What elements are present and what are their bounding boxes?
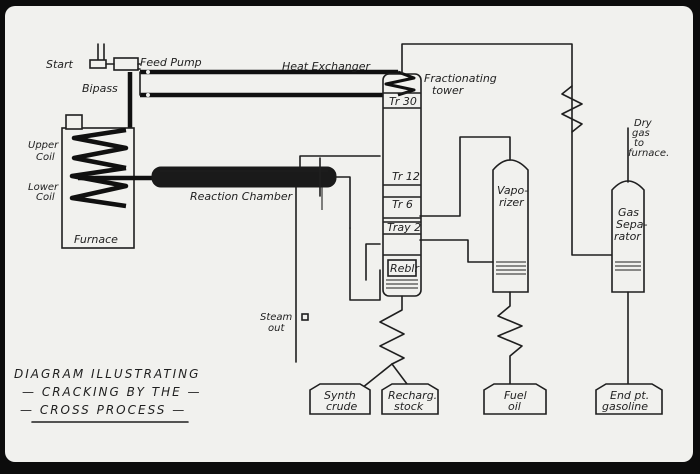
- upper-coil-label-1: Upper: [28, 140, 59, 151]
- fractionating-tower-label-2: tower: [432, 84, 465, 97]
- furnace: [61, 114, 135, 249]
- diagram-card: [5, 6, 693, 462]
- valve-lower: [146, 93, 150, 97]
- gas-separator-label-2: Sepa-: [616, 218, 647, 231]
- synth-crude-label-1: Synth: [324, 389, 356, 402]
- gasoline-label-2: gasoline: [602, 400, 648, 413]
- title-line-2: — CRACKING BY THE —: [22, 385, 202, 399]
- vaporizer-label-2: rizer: [499, 196, 525, 209]
- feed-pump-label: Feed Pump: [140, 56, 202, 69]
- vaporizer-bottom-coil: [497, 291, 523, 389]
- reboiler-to-vaporizer-line: [419, 239, 494, 263]
- overhead-vapor-line: [401, 43, 613, 256]
- tank-synth-crude: [309, 383, 371, 415]
- reaction-chamber-label: Reaction Chamber: [190, 190, 294, 203]
- recharge-stock-label-1: Recharg.: [388, 389, 437, 402]
- valve-upper: [146, 70, 150, 74]
- recharge-stock-label-2: stock: [394, 400, 424, 413]
- tray-12-label: Tr 12: [392, 170, 420, 183]
- steam-out-label-2: out: [268, 323, 285, 334]
- fractionating-tower-label-1: Fractionating: [424, 72, 497, 85]
- furnace-label: Furnace: [74, 233, 118, 246]
- synth-crude-label-2: crude: [326, 400, 358, 413]
- fuel-oil-label-2: oil: [508, 400, 521, 413]
- tank-fuel-oil: [483, 383, 547, 415]
- fuel-oil-label-1: Fuel: [504, 389, 527, 402]
- dry-gas-label-4: furnace.: [628, 148, 669, 159]
- feed-pump: [89, 43, 139, 71]
- vaporizer: [492, 159, 529, 293]
- reboiler-label: Reblr: [390, 262, 420, 275]
- bipass-label: Bipass: [82, 82, 118, 95]
- lower-coil-label-2: Coil: [36, 192, 55, 203]
- tray2-return-line: [365, 243, 381, 281]
- title-line-3: — CROSS PROCESS —: [20, 403, 186, 417]
- dry-gas-label-2: gas: [632, 128, 650, 139]
- tray-30-label: Tr 30: [389, 95, 417, 108]
- gas-separator: [611, 127, 645, 293]
- gas-separator-label-1: Gas: [618, 206, 639, 219]
- vaporizer-label-1: Vapo-: [497, 184, 528, 197]
- steam-out-label-1: Steam: [260, 312, 293, 323]
- lower-coil-label-1: Lower: [28, 182, 59, 193]
- title-line-1: DIAGRAM ILLUSTRATING: [14, 367, 200, 381]
- tray-6-label: Tr 6: [392, 198, 413, 211]
- gas-separator-label-3: rator: [614, 230, 642, 243]
- start-label: Start: [46, 58, 74, 71]
- tray-2-label: Tray 2: [387, 221, 421, 234]
- fractionating-tower: [382, 70, 422, 297]
- tank-gasoline: [595, 383, 663, 415]
- tower-to-vaporizer-line: [419, 136, 511, 217]
- reaction-chamber: [78, 155, 381, 363]
- condenser-coil: [561, 85, 583, 133]
- dry-gas-label-3: to: [634, 138, 644, 149]
- synth-crude-drain: [361, 363, 393, 389]
- reboiler-loop: [349, 227, 381, 301]
- dry-gas-label-1: Dry: [634, 118, 653, 129]
- tower-bottom-coil: [379, 295, 405, 365]
- gasoline-label-1: End pt.: [610, 389, 649, 402]
- tank-recharge-stock: [381, 383, 439, 415]
- heat-exchanger-label: Heat Exchanger: [282, 60, 372, 73]
- upper-coil-label-2: Coil: [36, 152, 55, 163]
